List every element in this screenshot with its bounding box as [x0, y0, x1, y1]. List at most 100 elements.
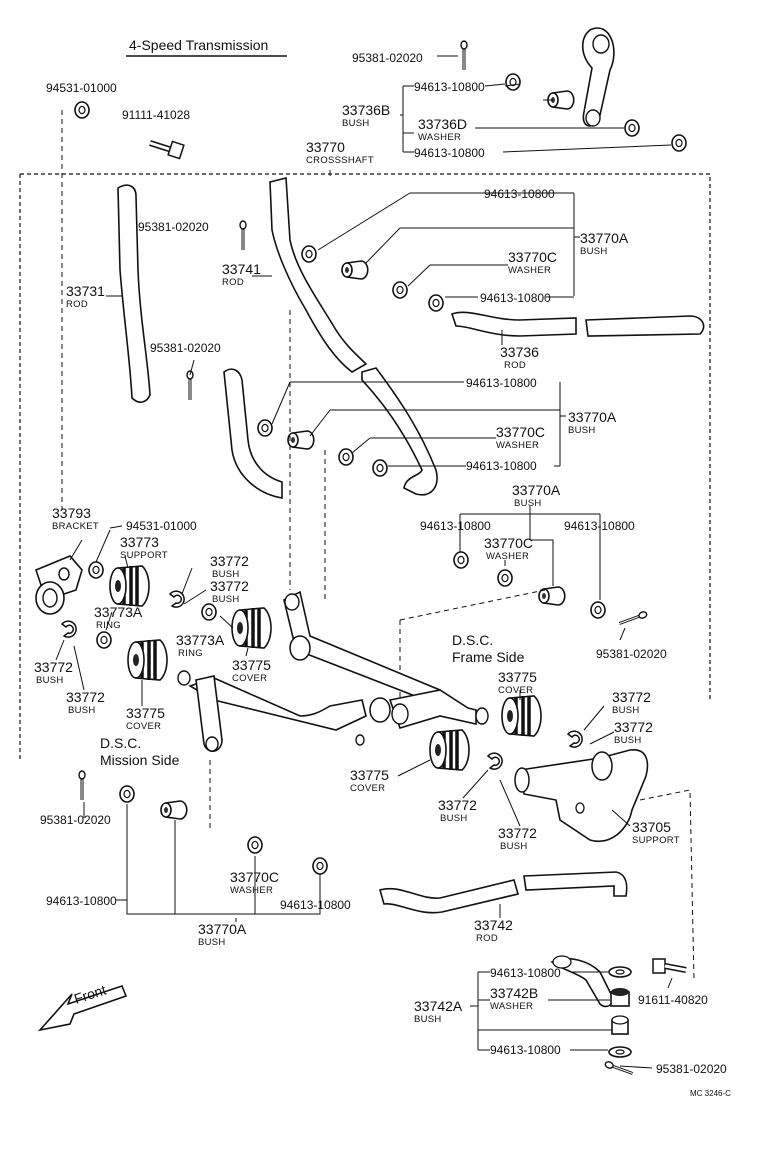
- part-description: BUSH: [36, 675, 64, 686]
- part-number: 33775: [232, 657, 271, 673]
- part-description: BUSH: [198, 937, 226, 948]
- bush-icon: [538, 586, 566, 606]
- part-number: 91111-41028: [122, 108, 190, 122]
- part-description: BUSH: [68, 705, 96, 716]
- part-number: 94613-10800: [414, 146, 485, 160]
- front-direction-arrow: Front: [37, 982, 128, 1032]
- part-description: COVER: [232, 673, 267, 684]
- clip-icon: [487, 752, 503, 770]
- part-number: 95381-02020: [656, 1062, 727, 1076]
- rod-33736-shape: [450, 311, 577, 337]
- cover-icon: [500, 694, 543, 738]
- part-number: 95381-02020: [352, 51, 423, 65]
- washer-icon: [428, 294, 444, 312]
- part-description: SUPPORT: [632, 835, 680, 846]
- cover-icon: [428, 728, 471, 772]
- part-description: WASHER: [508, 265, 551, 276]
- part-description: ROD: [504, 360, 526, 371]
- cotter-pin-icon: [459, 39, 469, 72]
- bolt-icon: [652, 958, 687, 974]
- part-number: 33772: [210, 553, 249, 569]
- cotter-pin-icon: [77, 769, 87, 802]
- part-description: RING: [96, 620, 121, 631]
- crossshaft-group-frame: [19, 173, 711, 760]
- part-number: 33793: [52, 505, 91, 521]
- part-description: BRACKET: [52, 521, 99, 532]
- part-number: 33772: [612, 689, 651, 705]
- part-number: 33772: [34, 659, 73, 675]
- part-description: BUSH: [612, 705, 640, 716]
- washer-icon: [497, 569, 513, 587]
- part-description: BUSH: [414, 1014, 442, 1025]
- cotter-pin-icon: [602, 1059, 636, 1078]
- washer-icon: [257, 419, 273, 437]
- washer-icon: [608, 966, 632, 978]
- crossshaft-shape: [177, 590, 489, 752]
- washer-icon: [610, 988, 630, 1007]
- part-number: 33770A: [568, 409, 617, 425]
- bush-icon: [287, 430, 315, 450]
- cotter-pin-icon: [238, 219, 248, 252]
- part-description: ROD: [476, 933, 498, 944]
- part-number: 33742B: [490, 985, 538, 1001]
- part-description: BUSH: [342, 118, 370, 129]
- part-number: 33770C: [230, 869, 279, 885]
- part-number: 33772: [614, 719, 653, 735]
- part-description: BUSH: [212, 569, 240, 580]
- dsc-frame-line1: D.S.C.: [452, 632, 493, 648]
- rod-33731-shape: [117, 184, 151, 403]
- part-description: WASHER: [230, 885, 273, 896]
- part-description: WASHER: [418, 132, 461, 143]
- part-number: 94531-01000: [46, 81, 117, 95]
- washer-icon: [372, 459, 388, 477]
- part-number: 95381-02020: [40, 813, 111, 827]
- part-number: 33731: [66, 283, 105, 299]
- rod-shape: [361, 367, 438, 496]
- cover-icon: [230, 606, 273, 650]
- diagram-title: 4-Speed Transmission: [129, 37, 268, 53]
- part-number: 33773A: [94, 604, 143, 620]
- part-number: 33770A: [198, 921, 247, 937]
- part-number: 33736: [500, 344, 539, 360]
- leader-lines: [55, 55, 673, 1069]
- part-number: 95381-02020: [596, 647, 667, 661]
- part-number: 33772: [498, 825, 537, 841]
- rod-33736-end-shape: [585, 315, 705, 337]
- part-number: 33772: [66, 689, 105, 705]
- part-number: 94613-10800: [414, 80, 485, 94]
- part-description: ROD: [66, 299, 88, 310]
- part-number: 33742: [474, 917, 513, 933]
- support-33773-icon: [108, 564, 151, 608]
- part-number: 33772: [210, 578, 249, 594]
- part-description: SUPPORT: [120, 550, 168, 561]
- part-number: 33770A: [580, 230, 629, 246]
- part-number: 94613-10800: [490, 966, 561, 980]
- bush-icon: [160, 800, 188, 820]
- clip-icon: [61, 620, 77, 638]
- washer-icon: [119, 785, 135, 803]
- dsc-mission-line2: Mission Side: [100, 752, 180, 768]
- bolt-icon: [149, 140, 185, 160]
- part-description: BUSH: [440, 813, 468, 824]
- part-description: BUSH: [580, 246, 608, 257]
- part-number: 33773A: [176, 632, 225, 648]
- part-labels: 94531-01000 91111-41028 95381-02020 9461…: [34, 51, 731, 1098]
- part-number: 33770C: [508, 249, 557, 265]
- rod-33741-shape: [269, 176, 368, 373]
- support-33705-shape: [514, 749, 649, 843]
- washer-icon: [301, 245, 317, 263]
- cotter-pin-icon: [616, 609, 650, 628]
- part-number: 33736B: [342, 102, 390, 118]
- part-description: BUSH: [212, 594, 240, 605]
- part-number: 33770C: [484, 535, 533, 551]
- part-description: WASHER: [486, 551, 529, 562]
- part-number: 33775: [350, 767, 389, 783]
- ring-icon: [201, 603, 217, 621]
- part-description: BUSH: [614, 735, 642, 746]
- part-description: CROSSSHAFT: [306, 155, 374, 166]
- part-number: 33773: [120, 534, 159, 550]
- dsc-frame-line2: Frame Side: [452, 649, 525, 665]
- part-number: 94613-10800: [484, 187, 555, 201]
- part-number: 33770C: [496, 424, 545, 440]
- washer-icon: [453, 551, 469, 569]
